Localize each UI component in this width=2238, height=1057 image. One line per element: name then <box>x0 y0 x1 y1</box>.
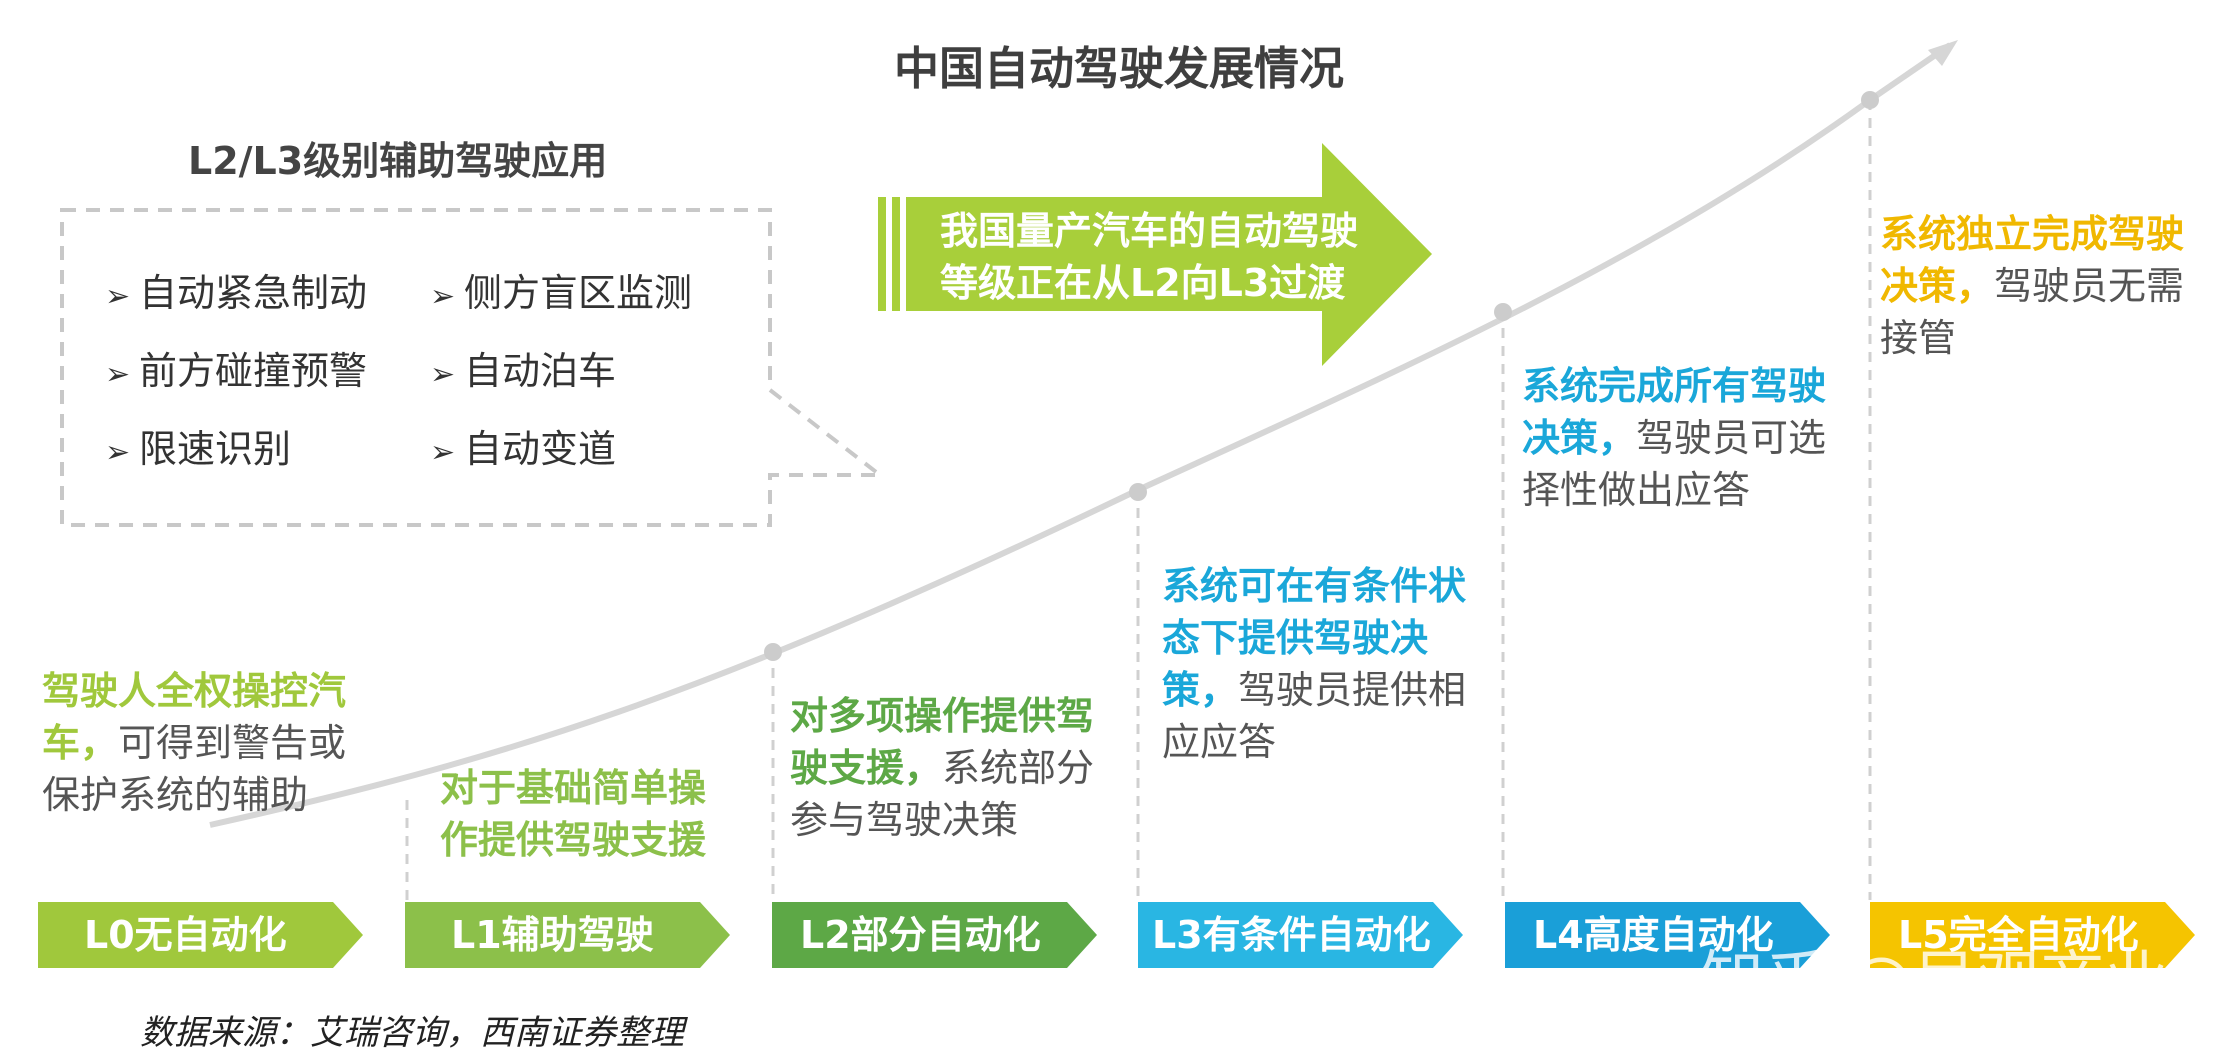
stage-chevron-l0: L0无自动化 <box>38 902 363 968</box>
stage-description-l0: 驾驶人全权操控汽车，可得到警告或保护系统的辅助 <box>42 669 347 817</box>
stage-description-l2: 对多项操作提供驾驶支援，系统部分参与驾驶决策 <box>790 694 1095 842</box>
stage-description-l4: 系统完成所有驾驶决策，驾驶员可选择性做出应答 <box>1522 364 1827 512</box>
data-source-note: 数据来源：艾瑞咨询，西南证券整理 <box>140 1013 684 1053</box>
curve-arrowhead <box>1928 40 1958 66</box>
stage-separators <box>405 100 1872 900</box>
stage-chevron-l2: L2部分自动化 <box>772 902 1097 968</box>
stage-chevron-l3: L3有条件自动化 <box>1138 902 1463 968</box>
bullet-arrow-icon: ➢ <box>105 357 131 392</box>
bullet-arrow-icon: ➢ <box>430 357 456 392</box>
bullet-arrow-icon: ➢ <box>105 279 131 314</box>
transition-arrow-text: 我国量产汽车的自动驾驶 等级正在从L2向L3过渡 <box>940 209 1359 305</box>
page-title: 中国自动驾驶发展情况 <box>893 42 1344 95</box>
feature-item: ➢侧方盲区监测 <box>430 271 693 315</box>
bullet-arrow-icon: ➢ <box>430 279 456 314</box>
bullet-arrow-icon: ➢ <box>430 435 456 470</box>
stage-description-l3: 系统可在有条件状态下提供驾驶决策，驾驶员提供相应应答 <box>1162 564 1467 764</box>
transition-arrow-shape <box>878 143 1432 366</box>
l2l3-subtitle: L2/L3级别辅助驾驶应用 <box>188 139 608 183</box>
feature-item: ➢自动变道 <box>430 427 617 471</box>
stage-description-l5: 系统独立完成驾驶决策，驾驶员无需接管 <box>1880 212 2185 360</box>
stage-chevron-l5: L5完全自动化 <box>1870 902 2195 968</box>
stage-chevron-l4: L4高度自动化 <box>1505 902 1830 968</box>
feature-item: ➢前方碰撞预警 <box>105 349 368 393</box>
feature-item: ➢自动泊车 <box>430 349 617 393</box>
feature-item: ➢自动紧急制动 <box>105 271 368 315</box>
callout-box-border <box>60 208 886 527</box>
curve-dots <box>764 91 1879 661</box>
bullet-arrow-icon: ➢ <box>105 435 131 470</box>
feature-item: ➢限速识别 <box>105 427 292 471</box>
stage-description-l1: 对于基础简单操作提供驾驶支援 <box>440 766 707 862</box>
watermark: 知乎 @吴观商业 <box>1700 945 2169 1019</box>
stage-chevron-l1: L1辅助驾驶 <box>405 902 730 968</box>
